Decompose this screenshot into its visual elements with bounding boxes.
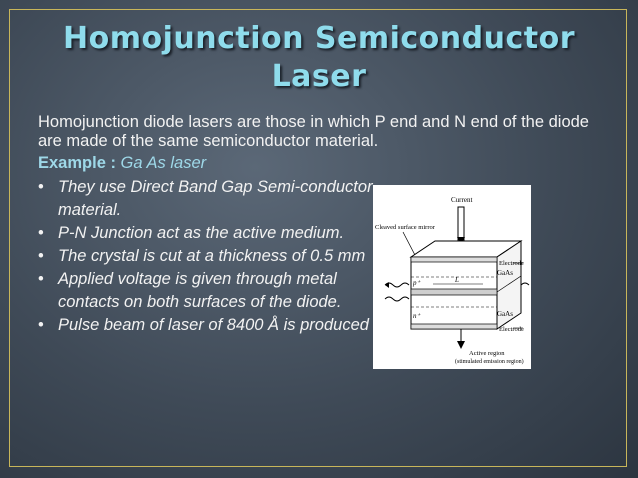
n-label: n⁺ (413, 312, 422, 320)
bullet-dot: • (38, 316, 44, 334)
bullet-list: • They use Direct Band Gap Semi-conductor… (38, 176, 608, 337)
slide-border (9, 9, 627, 467)
emission-arrow-left-icon (385, 282, 389, 288)
active-region-label: Active region (469, 350, 505, 357)
title-line-2: Laser (271, 59, 367, 94)
current-lead (457, 206, 465, 242)
bullet-dot: • (38, 224, 44, 242)
title-line-1: Homojunction Semiconductor (62, 21, 575, 56)
gaas-bottom-label: GaAs (497, 310, 513, 318)
electrode-bottom-label: Electrode (499, 326, 524, 333)
bullet-item: • They use Direct Band Gap Semi-conductor… (38, 176, 388, 222)
length-label: L (454, 276, 459, 284)
stimulated-label: (stimulated emission region) (455, 358, 524, 365)
electrode-top-label: Electrode (499, 260, 524, 267)
bullet-text: The crystal is cut at a thickness of 0.5… (58, 247, 366, 265)
bullet-text: Pulse beam of laser of 8400 Å is produce… (58, 316, 369, 334)
example-label: Example : (38, 154, 116, 172)
gaas-top-label: GaAs (497, 269, 513, 277)
bottom-electrode (410, 323, 498, 330)
emission-wave-right (520, 282, 530, 286)
laser-diagram: Current Cleaved surface mirror L p⁺ n⁺ G… (373, 185, 531, 369)
bullet-text: Applied voltage is given through metal c… (58, 270, 342, 311)
bullet-dot: • (38, 247, 44, 265)
active-layer-edge (496, 275, 522, 293)
bullet-text: P-N Junction act as the active medium. (58, 224, 345, 242)
bullet-item: • Pulse beam of laser of 8400 Å is produc… (38, 314, 528, 337)
bullet-dot: • (38, 270, 44, 288)
current-label: Current (451, 196, 472, 204)
emission-wave-left-2 (384, 296, 410, 302)
active-layer (410, 288, 498, 296)
p-label: p⁺ (412, 279, 422, 287)
bullet-item: • Applied voltage is given through metal … (38, 268, 388, 314)
intro-text: Homojunction diode lasers are those in w… (38, 113, 589, 150)
laser-diagram-svg: Current Cleaved surface mirror L p⁺ n⁺ G… (375, 196, 530, 365)
bullet-text: They use Direct Band Gap Semi-conductor … (58, 178, 373, 219)
bullet-item: • P-N Junction act as the active medium. (38, 222, 388, 245)
slide-body: Homojunction diode lasers are those in w… (38, 113, 608, 337)
example-line: Example : Ga As laser (38, 154, 608, 173)
example-value: Ga As laser (120, 154, 207, 172)
bullet-dot: • (38, 178, 44, 196)
bullet-item: • The crystal is cut at a thickness of 0.… (38, 245, 388, 268)
slide-title: Homojunction Semiconductor Laser (0, 20, 638, 96)
mirror-label: Cleaved surface mirror (375, 224, 436, 231)
current-out-arrow-icon (457, 341, 465, 349)
top-electrode (410, 256, 498, 263)
